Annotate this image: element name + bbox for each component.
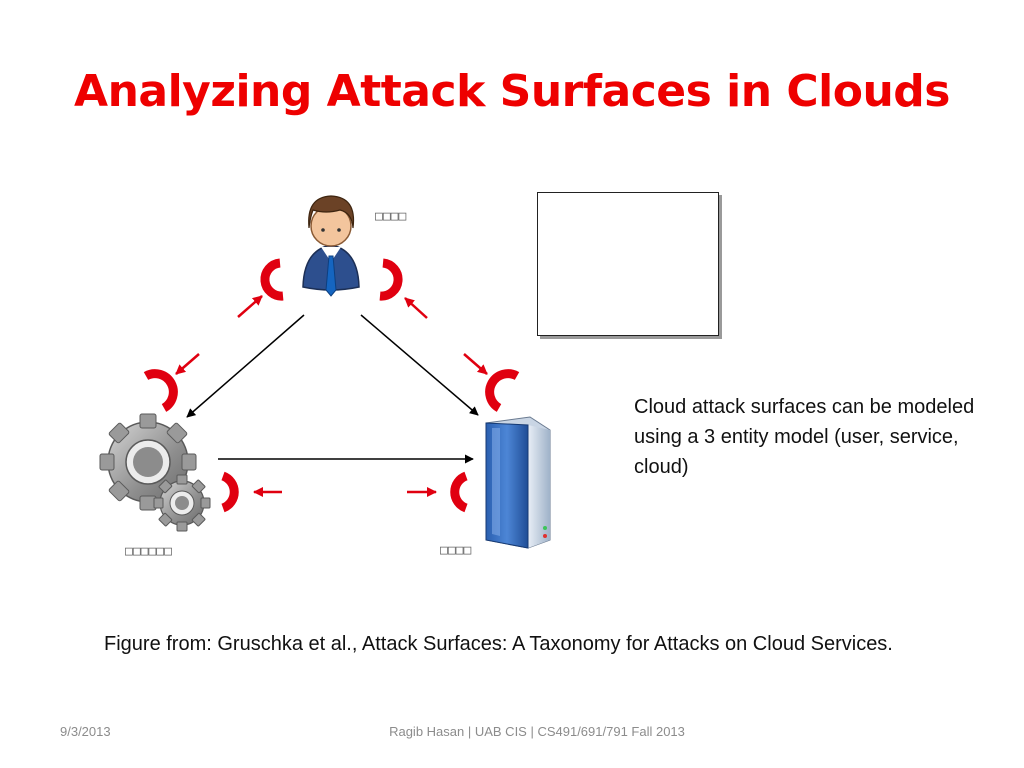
- slide-title: Analyzing Attack Surfaces in Clouds: [74, 66, 950, 117]
- entity-model-diagram: □□□□ □□□□□□ □□□□: [99, 195, 551, 559]
- attack-arc-cloud-top: [485, 369, 520, 412]
- attack-arrow-user-right: [404, 297, 428, 319]
- attack-arrow-user-left: [237, 295, 263, 318]
- attack-arrow-cloud-top: [463, 353, 488, 375]
- user-person-icon: [302, 195, 360, 297]
- server-icon: [485, 416, 551, 549]
- attack-arc-service-bottom: [221, 471, 239, 513]
- attack-arc-service-top: [143, 369, 178, 412]
- arrow-user-to-cloud: [360, 314, 479, 416]
- footer-date: 9/3/2013: [60, 724, 111, 739]
- gears-icon: [99, 413, 211, 532]
- model-description: Cloud attack surfaces can be modeled usi…: [634, 396, 975, 478]
- cloud-label: □□□□: [440, 543, 471, 558]
- attack-arc-user-left: [260, 258, 284, 301]
- attack-arc-user-right: [379, 258, 403, 301]
- arrow-user-to-service: [186, 314, 305, 418]
- attack-surface-markers: [143, 258, 520, 513]
- footer-credit: Ragib Hasan | UAB CIS | CS491/691/791 Fa…: [389, 724, 685, 739]
- service-label: □□□□□□: [125, 544, 172, 559]
- user-label: □□□□: [375, 209, 406, 224]
- connection-arrows: [186, 314, 479, 464]
- attack-arc-cloud-bottom: [450, 471, 468, 513]
- figure-caption: Figure from: Gruschka et al., Attack Sur…: [104, 633, 893, 655]
- empty-image-box: [537, 192, 719, 336]
- attack-arrow-service-top: [175, 353, 200, 375]
